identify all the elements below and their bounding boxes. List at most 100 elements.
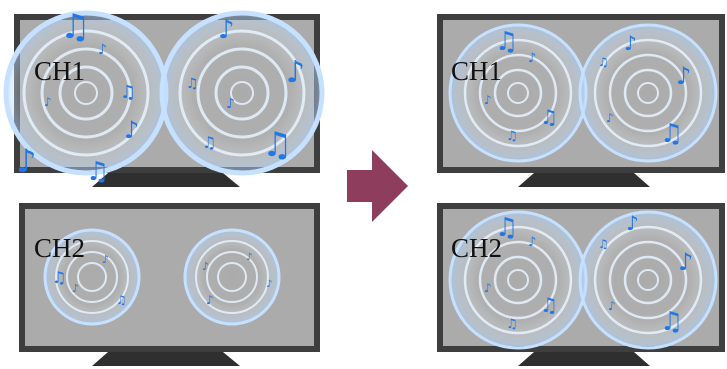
tv-after-ch2: CH2 ♫ ♪ ♪ ♫ ♫ ♪ ♫ ♪ ♪ ♫	[437, 203, 725, 366]
channel-label: CH1	[451, 56, 502, 86]
music-notes: ♫ ♪ ♫ ♪ ♪ ♪ ♫ ♪ ♪ ♫ ♪ ♫ ♫	[16, 7, 305, 187]
music-note-icon: ♪	[676, 62, 691, 90]
speaker-right	[578, 210, 718, 350]
music-note-icon: ♪	[44, 95, 52, 109]
speaker-wave-ring	[478, 240, 558, 320]
music-note-icon: ♪	[98, 42, 107, 58]
speaker-left	[3, 10, 169, 176]
music-note-icon: ♪	[72, 282, 79, 295]
music-note-icon: ♪	[266, 279, 272, 290]
speaker-wave-glow	[183, 228, 281, 326]
music-note-icon: ♪	[624, 31, 637, 55]
double-note-icon: ♫	[186, 76, 199, 92]
speaker-right	[159, 10, 325, 176]
speaker-wave-ring	[463, 225, 573, 335]
music-note-icon: ♪	[246, 252, 252, 263]
speaker-wave-ring	[217, 262, 247, 292]
music-note-icon: ♪	[528, 51, 536, 66]
music-note-icon: ♪	[484, 93, 492, 107]
speaker-wave-ring	[77, 262, 107, 292]
music-note-icon: ♪	[606, 111, 614, 125]
speaker-wave-ring	[637, 269, 659, 291]
tv-before-ch1: CH1 ♫ ♪ ♫ ♪ ♪ ♪ ♫ ♪ ♪ ♫ ♪ ♫ ♫	[3, 7, 325, 187]
music-note-icon: ♪	[202, 260, 209, 273]
speaker-wave-glow	[578, 23, 718, 163]
double-note-icon: ♫	[598, 237, 609, 251]
speaker-wave-ring	[66, 251, 118, 303]
speaker-wave-ring	[58, 65, 114, 121]
double-note-icon: ♫	[116, 293, 127, 307]
music-note-icon: ♪	[286, 55, 305, 90]
speaker-wave-ring	[196, 47, 288, 139]
double-note-icon: ♫	[540, 105, 558, 129]
music-notes: ♫ ♪ ♪ ♫ ♫ ♪ ♫ ♪ ♪ ♫	[484, 211, 693, 337]
speaker-wave-ring	[608, 240, 688, 320]
speaker-wave-ring	[623, 255, 673, 305]
music-notes: ♫ ♪ ♪ ♫ ♪ ♪ ♪ ♪	[52, 252, 272, 307]
speaker-wave-ring	[74, 81, 98, 105]
speaker-wave-ring	[593, 225, 703, 335]
double-note-icon: ♫	[120, 82, 136, 103]
music-note-icon: ♪	[608, 299, 616, 313]
speaker-wave-ring	[507, 269, 529, 291]
tv-stand	[92, 173, 240, 187]
speaker-wave-ring	[593, 38, 703, 148]
speaker-right	[578, 23, 718, 163]
music-note-icon: ♪	[226, 96, 235, 112]
double-note-icon: ♫	[598, 55, 609, 69]
music-note-icon: ♪	[678, 248, 693, 276]
speaker-left	[43, 228, 141, 326]
speaker-wave-ring	[463, 38, 573, 148]
music-notes: ♫ ♪ ♪ ♫ ♫ ♪ ♫ ♪ ♪ ♫	[484, 27, 691, 149]
music-note-icon: ♪	[218, 15, 235, 45]
speaker-wave-ring	[493, 255, 543, 305]
speaker-wave-glow	[578, 210, 718, 350]
music-note-icon: ♪	[124, 116, 139, 144]
double-note-icon: ♫	[262, 125, 292, 165]
speaker-wave-ring	[493, 68, 543, 118]
double-note-icon: ♫	[540, 293, 558, 317]
double-note-icon: ♫	[495, 27, 518, 57]
speaker-wave-ring	[178, 29, 306, 157]
speaker-wave-ring	[507, 82, 529, 104]
speaker-left	[448, 23, 588, 163]
music-note-icon: ♪	[528, 235, 536, 250]
speaker-left	[448, 210, 588, 350]
speaker-wave-ring	[230, 81, 254, 105]
tv-after-ch1: CH1 ♫ ♪ ♪ ♫ ♫ ♪ ♫ ♪ ♪ ♫	[437, 14, 725, 187]
speaker-wave-ring	[22, 29, 150, 157]
speaker-wave-ring	[55, 240, 129, 314]
double-note-icon: ♫	[660, 307, 683, 337]
speaker-wave-ring	[478, 53, 558, 133]
double-note-icon: ♫	[60, 7, 90, 47]
right-arrow-icon	[347, 150, 408, 222]
double-note-icon: ♫	[52, 268, 66, 287]
speaker-wave-ring	[637, 82, 659, 104]
double-note-icon: ♫	[86, 157, 109, 187]
tv-stand	[518, 173, 650, 187]
speaker-wave-glow	[43, 228, 141, 326]
speaker-wave-ring	[206, 251, 258, 303]
tv-stand	[518, 352, 650, 366]
music-note-icon: ♪	[626, 211, 639, 235]
tv-stand	[92, 352, 240, 366]
tv-before-ch2: CH2 ♫ ♪ ♪ ♫ ♪ ♪ ♪ ♪	[19, 203, 320, 366]
double-note-icon: ♫	[202, 133, 216, 152]
music-note-icon: ♪	[484, 281, 492, 295]
music-note-icon: ♪	[206, 293, 214, 307]
channel-label: CH2	[451, 233, 502, 263]
speaker-wave-ring	[623, 68, 673, 118]
double-note-icon: ♫	[495, 213, 518, 243]
speaker-wave-ring	[214, 65, 270, 121]
music-note-icon: ♪	[16, 142, 36, 180]
channel-label: CH1	[34, 56, 85, 86]
double-note-icon: ♫	[506, 317, 518, 332]
speaker-wave-ring	[608, 53, 688, 133]
channel-label: CH2	[34, 233, 85, 263]
speaker-wave-ring	[40, 47, 132, 139]
speaker-right	[183, 228, 281, 326]
speaker-wave-ring	[195, 240, 269, 314]
speaker-wave-glow	[159, 10, 325, 176]
double-note-icon: ♫	[506, 129, 518, 144]
